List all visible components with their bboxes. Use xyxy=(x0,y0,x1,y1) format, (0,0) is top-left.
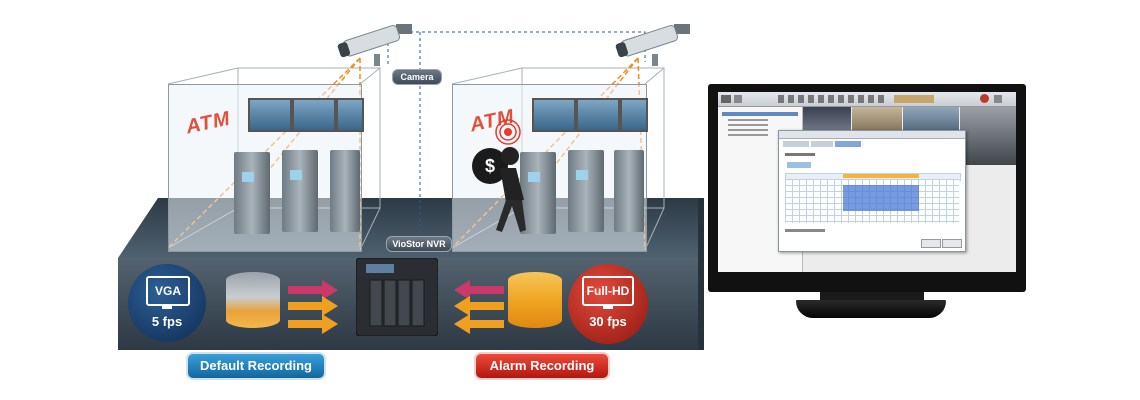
default-recording-label: Default Recording xyxy=(186,352,326,380)
fps-high-label: 30 fps xyxy=(589,314,627,329)
atm-machine-left-2 xyxy=(282,150,318,232)
toolbar-icon xyxy=(734,95,742,103)
atm-machine-right-3 xyxy=(614,150,644,232)
database-icon xyxy=(226,272,280,328)
nvr-device-icon xyxy=(356,258,438,336)
schedule-highlight xyxy=(843,174,919,178)
dialog-tab[interactable] xyxy=(811,141,833,147)
record-icon xyxy=(980,94,989,103)
window-left-2 xyxy=(292,98,336,132)
dialog-text xyxy=(785,229,825,232)
camera-tag: Camera xyxy=(392,69,442,85)
toolbar-icons xyxy=(778,95,888,103)
arrows-right xyxy=(454,280,504,334)
toolbar-icon xyxy=(721,95,731,103)
camera-link-line xyxy=(387,31,646,64)
tree-item xyxy=(728,129,768,131)
alarm-recording-label: Alarm Recording xyxy=(474,352,610,380)
window-right-2 xyxy=(576,98,620,132)
dialog-option[interactable] xyxy=(787,162,811,168)
tree-item xyxy=(728,124,768,126)
toolbar-icon xyxy=(994,95,1002,103)
dialog-tab[interactable] xyxy=(783,141,809,147)
monitor-stand-neck xyxy=(820,292,924,300)
toolbar-slot xyxy=(894,95,934,103)
dialog-tab[interactable] xyxy=(835,141,861,147)
window-left-1 xyxy=(248,98,292,132)
schedule-dialog xyxy=(778,130,966,252)
atm-machine-left-1 xyxy=(234,152,270,234)
monitor-screen xyxy=(718,92,1016,272)
monitor-stand-base xyxy=(796,300,946,318)
security-camera-icon xyxy=(615,24,690,66)
arrows-left xyxy=(288,280,338,334)
monitor-icon: VGA xyxy=(146,276,190,306)
vga-bubble: VGA 5 fps xyxy=(128,264,206,342)
monitor-icon: Full-HD xyxy=(582,276,634,306)
svg-text:$: $ xyxy=(485,156,495,176)
schedule-selection xyxy=(843,185,919,211)
fps-low-label: 5 fps xyxy=(151,314,183,329)
camera-tile xyxy=(960,107,1016,165)
window-right-1 xyxy=(532,98,576,132)
dialog-button[interactable] xyxy=(942,239,962,248)
dialog-button[interactable] xyxy=(921,239,941,248)
dialog-text xyxy=(785,153,815,156)
tree-item xyxy=(728,134,768,136)
security-camera-icon xyxy=(337,24,412,66)
atm-machine-right-2 xyxy=(568,150,604,232)
platform-side xyxy=(698,198,704,350)
atm-machine-left-3 xyxy=(330,150,360,232)
window-right-3 xyxy=(620,98,648,132)
window-left-3 xyxy=(336,98,364,132)
tree-item xyxy=(728,119,768,121)
atm-machine-right-1 xyxy=(520,152,556,234)
tree-item xyxy=(722,112,798,116)
fullhd-bubble: Full-HD 30 fps xyxy=(568,264,648,344)
viostor-nvr-tag: VioStor NVR xyxy=(386,236,452,252)
alarm-light-icon xyxy=(495,119,521,145)
thief-icon: $ xyxy=(472,147,526,232)
database-icon xyxy=(508,272,562,328)
